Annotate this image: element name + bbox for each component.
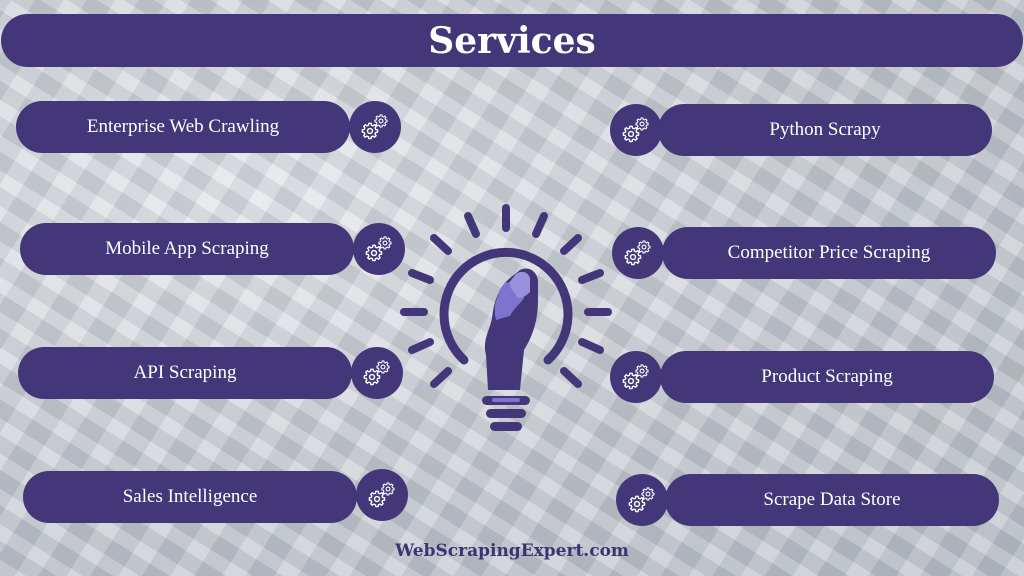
service-label: API Scraping <box>133 362 237 383</box>
gears-icon <box>610 104 662 156</box>
service-label: Python Scrapy <box>769 119 881 140</box>
service-label: Scrape Data Store <box>763 489 901 510</box>
lightbulb-hand-icon <box>396 200 616 445</box>
service-product-scraping[interactable]: Product Scraping <box>660 351 994 403</box>
service-competitor-price-scraping[interactable]: Competitor Price Scraping <box>662 227 996 279</box>
gears-icon <box>349 101 401 153</box>
gears-icon <box>351 347 403 399</box>
gears-icon <box>353 223 405 275</box>
service-label: Competitor Price Scraping <box>727 242 931 263</box>
gears-icon <box>610 351 662 403</box>
service-enterprise-web-crawling[interactable]: Enterprise Web Crawling <box>16 101 350 153</box>
website-footer: WebScrapingExpert.com <box>395 541 629 561</box>
gears-icon <box>356 469 408 521</box>
service-api-scraping[interactable]: API Scraping <box>18 347 352 399</box>
gears-icon <box>612 227 664 279</box>
service-sales-intelligence[interactable]: Sales Intelligence <box>23 471 357 523</box>
service-scrape-data-store[interactable]: Scrape Data Store <box>665 474 999 526</box>
service-label: Product Scraping <box>761 366 893 387</box>
page-title: Services <box>428 19 596 62</box>
gears-icon <box>616 474 668 526</box>
service-mobile-app-scraping[interactable]: Mobile App Scraping <box>20 223 354 275</box>
service-label: Mobile App Scraping <box>105 238 269 259</box>
service-python-scrapy[interactable]: Python Scrapy <box>658 104 992 156</box>
service-label: Sales Intelligence <box>122 486 258 507</box>
service-label: Enterprise Web Crawling <box>86 116 280 137</box>
title-banner: Services <box>1 14 1023 67</box>
